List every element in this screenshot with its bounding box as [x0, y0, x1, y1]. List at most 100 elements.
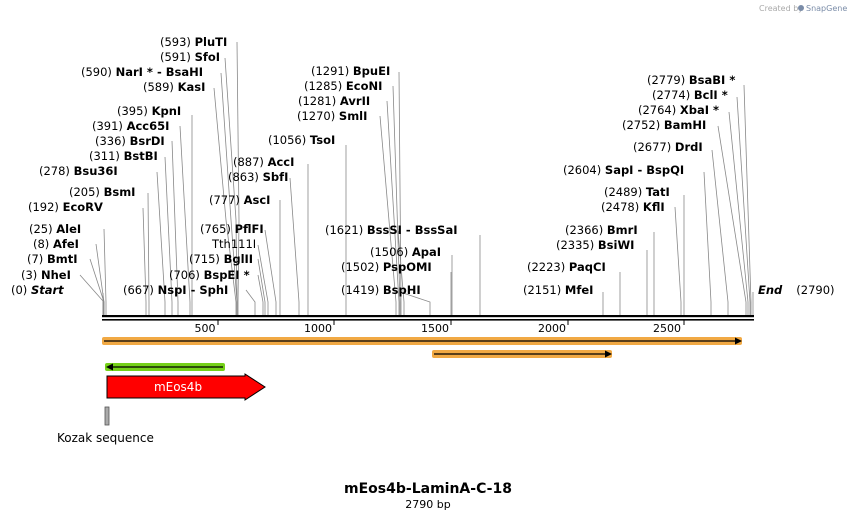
site-line-sfoi [224, 57, 238, 317]
feature-kozak-label: Kozak sequence [57, 431, 154, 445]
site-line-bglii [257, 258, 266, 317]
site-line-bcli [736, 96, 751, 317]
site-label-bspei: (706) BspEI * [169, 268, 250, 282]
site-line-ecorv [142, 207, 147, 317]
site-label-bsabi: (2779) BsaBI * [647, 73, 735, 87]
site-line-kasi [213, 87, 237, 317]
site-label-smli: (1270) SmlI [297, 109, 367, 123]
site-label-bmri: (2366) BmrI [565, 223, 638, 237]
site-line-xbai [728, 111, 749, 317]
site-line-bsmi [147, 192, 150, 317]
site-line-pflfi [264, 229, 277, 317]
site-label-pflfi: (765) PflFI [200, 222, 264, 236]
site-label-pluti: (593) PluTI [160, 35, 227, 49]
site-label-asci: (777) AscI [209, 193, 270, 207]
site-label-tsoi: (1056) TsoI [268, 133, 335, 147]
site-label-bspqi: (2604) SapI - BspQI [563, 163, 684, 177]
site-label-bstbi: (311) BstBI [89, 149, 158, 163]
site-connector-lines [79, 41, 754, 317]
site-label-pspomi: (1502) PspOMI [341, 260, 432, 274]
site-label-kfli: (2478) KflI [601, 200, 665, 214]
site-line-econi [392, 85, 401, 317]
orf-full-length[interactable] [102, 337, 742, 345]
site-line-bsssi [397, 230, 405, 317]
tick-label-1500: 1500 [421, 322, 449, 335]
site-label-xbai: (2764) XbaI * [638, 103, 719, 117]
tick-label-500: 500 [195, 322, 216, 335]
plasmid-length: 2790 bp [405, 498, 450, 511]
snapgene-logo-icon [798, 5, 804, 11]
site-line-bsphi [399, 291, 431, 317]
site-label-acc65i: (391) Acc65I [92, 119, 169, 133]
site-label-bsu36i: (278) Bsu36I [39, 164, 118, 178]
site-line-bsrdi [171, 140, 179, 317]
tick-label-2000: 2000 [538, 322, 566, 335]
site-label-tth111i: Tth111I [211, 237, 256, 251]
tick-label-1000: 1000 [304, 322, 332, 335]
site-labels: (0) Start (3) NheI (7) BmtI (8) AfeI (25… [11, 35, 835, 297]
site-label-nhei: (3) NheI [21, 268, 71, 282]
site-line-avrii [386, 100, 400, 317]
site-line-sphi [245, 289, 256, 317]
feature-meos4b[interactable]: mEos4b [106, 373, 266, 401]
site-label-ecorv: (192) EcoRV [28, 200, 103, 214]
site-label-drdi: (2677) DrdI [633, 140, 703, 154]
backbone-bottom-strand [102, 319, 754, 321]
site-label-afei: (8) AfeI [33, 237, 79, 251]
site-label-mfei: (2151) MfeI [523, 283, 593, 297]
site-label-nari: (590) NarI * - BsaHI [81, 65, 203, 79]
site-label-end: End(2790) [758, 283, 835, 297]
feature-kozak[interactable] [104, 406, 110, 426]
site-label-bsrdi: (336) BsrDI [95, 134, 165, 148]
site-label-alei: (25) AleI [29, 222, 81, 236]
site-label-bpuei: (1291) BpuEI [311, 64, 390, 78]
credit-prefix: Created by [759, 4, 803, 13]
site-line-sbfi [289, 177, 300, 317]
site-line-alei [103, 228, 107, 317]
site-line-acc65i [179, 125, 191, 317]
orf-partial[interactable] [432, 350, 612, 358]
site-line-afei [95, 243, 105, 317]
credit-brand: SnapGene [806, 4, 847, 13]
site-line-bpuei [398, 71, 402, 317]
site-label-bglii: (715) BglII [189, 252, 253, 266]
site-label-avrii: (1281) AvrII [298, 94, 370, 108]
site-line-bsu36i [156, 171, 166, 317]
site-label-kpni: (395) KpnI [117, 104, 181, 118]
site-label-kasi: (589) KasI [143, 80, 205, 94]
site-line-drdi [711, 149, 729, 317]
site-line-pluti [236, 41, 240, 317]
site-line-bstbi [164, 156, 173, 317]
site-label-paqci: (2223) PaqCI [527, 260, 606, 274]
backbone-top-strand [102, 315, 754, 318]
tick-label-2500: 2500 [653, 322, 681, 335]
site-label-tati: (2489) TatI [604, 185, 670, 199]
site-label-bsssi: (1621) BssSI - BssSaI [325, 223, 457, 237]
site-label-sbfi: (863) SbfI [228, 170, 288, 184]
site-line-bspei [257, 274, 264, 317]
feature-meos4b-label: mEos4b [154, 380, 202, 394]
site-label-econi: (1285) EcoNI [304, 79, 382, 93]
site-label-sphi: (667) NspI - SphI [123, 283, 228, 297]
site-label-bamhi: (2752) BamHI [622, 118, 706, 132]
scale-ticks: 500 1000 1500 2000 2500 [195, 320, 685, 335]
site-label-apai: (1506) ApaI [370, 245, 441, 259]
orf-reverse[interactable] [105, 363, 225, 371]
site-line-kfli [674, 206, 682, 317]
site-line-bsabi [743, 84, 752, 317]
site-line-bspqi [703, 171, 712, 317]
site-label-start: (0) Start [11, 283, 64, 297]
site-label-bsphi: (1419) BspHI [341, 283, 421, 297]
site-label-bcli: (2774) BclI * [652, 88, 728, 102]
plasmid-title: mEos4b-LaminA-C-18 [344, 481, 512, 497]
site-label-sfoi: (591) SfoI [160, 50, 220, 64]
site-label-acci: (887) AccI [233, 155, 294, 169]
site-line-smli [379, 115, 397, 317]
site-line-nhei [79, 274, 104, 317]
site-line-tth111i [257, 244, 269, 317]
site-label-bmti: (7) BmtI [27, 252, 77, 266]
site-label-bsiwi: (2335) BsiWI [556, 238, 634, 252]
site-label-bsmi: (205) BsmI [69, 185, 135, 199]
site-line-bamhi [717, 125, 747, 317]
